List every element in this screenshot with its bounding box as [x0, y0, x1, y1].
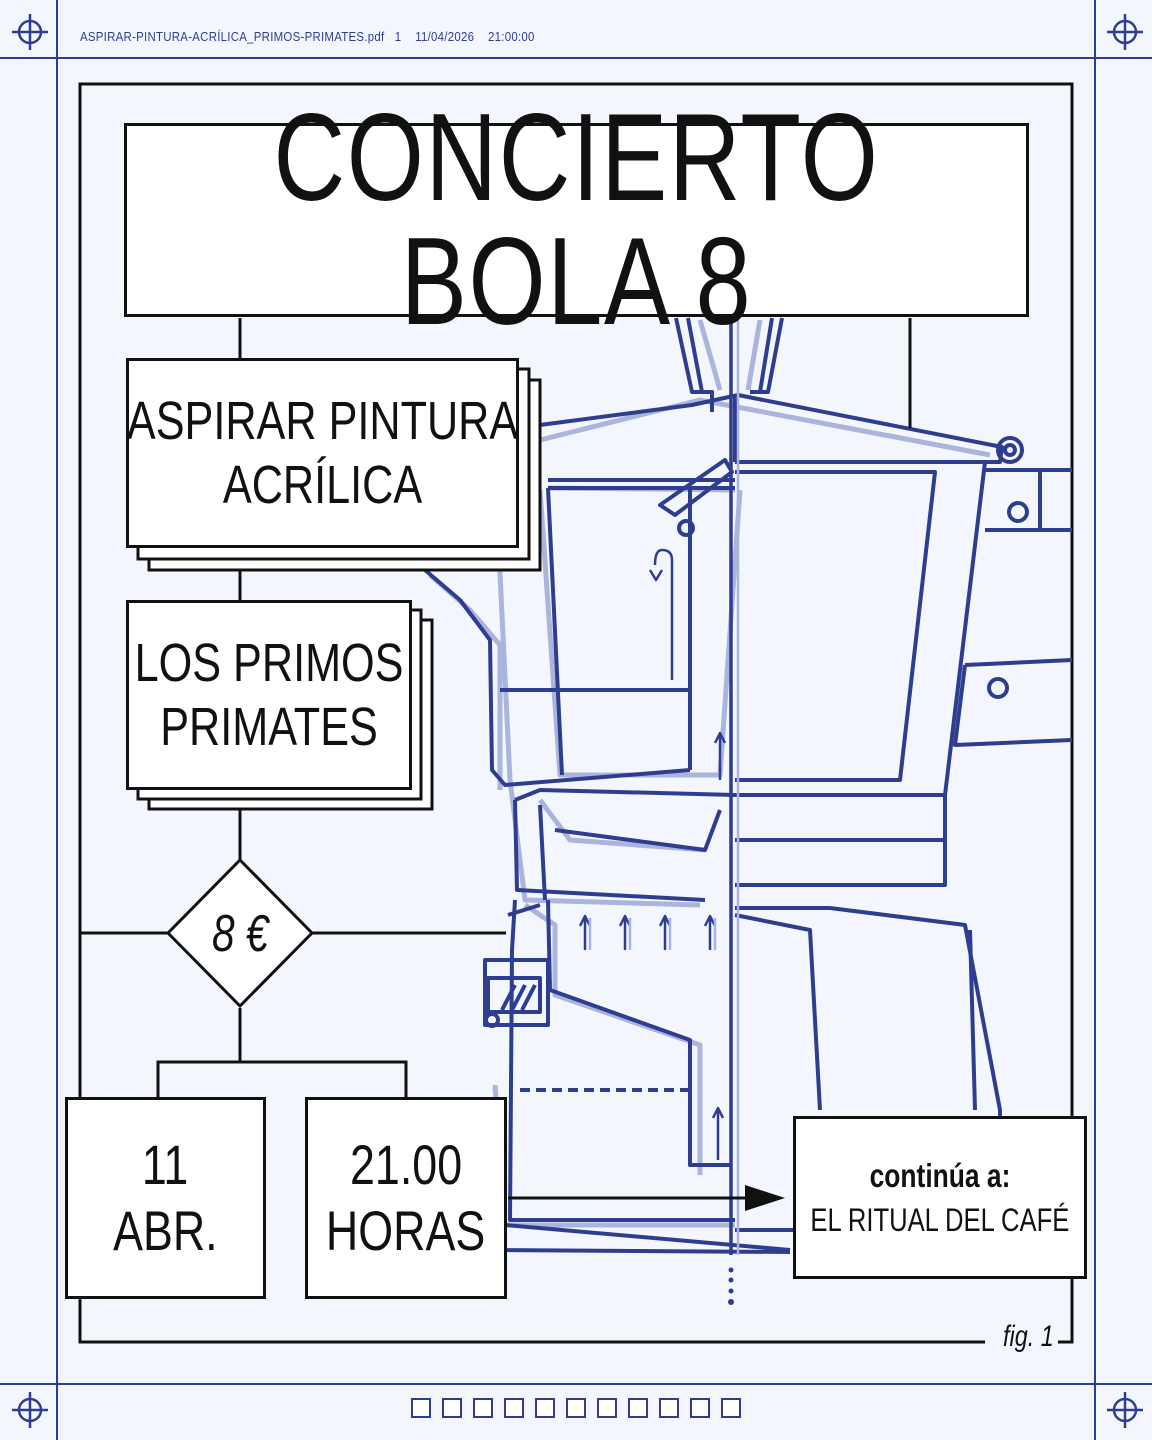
- arrow-right-icon: [745, 1185, 785, 1211]
- crosshair-icon: [12, 14, 48, 50]
- crosshair-icon: [1107, 14, 1143, 50]
- time-hour: 21.00: [349, 1133, 463, 1196]
- header-date: 11/04/2026: [415, 29, 475, 44]
- color-bar-square: [628, 1398, 648, 1418]
- time-label: HORAS: [326, 1199, 486, 1262]
- color-bar-square: [535, 1398, 555, 1418]
- continue-box: continúa a: EL RITUAL DEL CAFÉ: [793, 1116, 1087, 1279]
- top-crop-line: [0, 57, 1152, 59]
- color-bar-square: [504, 1398, 524, 1418]
- header-time: 21:00:00: [488, 29, 535, 44]
- poster-frame: [78, 82, 1074, 1344]
- print-header: ASPIRAR-PINTURA-ACRÍLICA_PRIMOS-PRIMATES…: [80, 29, 535, 44]
- color-bar-square: [442, 1398, 462, 1418]
- band-box-primos: LOS PRIMOS PRIMATES: [126, 600, 412, 790]
- figure-caption-text: fig. 1: [1003, 1320, 1054, 1353]
- poster-title: CONCIERTO BOLA 8: [273, 89, 880, 351]
- time-box: 21.00 HORAS: [305, 1097, 507, 1299]
- color-bar-square: [473, 1398, 493, 1418]
- band-box-aspirar: ASPIRAR PINTURA ACRÍLICA: [126, 358, 519, 548]
- price-label: 8 €: [178, 898, 302, 970]
- right-crop-line: [1094, 0, 1096, 1440]
- figure-caption: fig. 1: [1003, 1320, 1068, 1354]
- continue-target: EL RITUAL DEL CAFÉ: [810, 1201, 1070, 1238]
- header-filename: ASPIRAR-PINTURA-ACRÍLICA_PRIMOS-PRIMATES…: [80, 29, 385, 44]
- price-value: 8 €: [211, 905, 269, 963]
- header-page: 1: [394, 29, 402, 44]
- flowchart-connectors: [80, 318, 912, 1200]
- band1-line2: ACRÍLICA: [222, 455, 423, 515]
- date-box: 11 ABR.: [65, 1097, 266, 1299]
- price-diamond: [165, 857, 315, 1009]
- color-bar-square: [411, 1398, 431, 1418]
- left-crop-line: [56, 0, 58, 1440]
- color-bar-square: [566, 1398, 586, 1418]
- title-box: CONCIERTO BOLA 8: [124, 96, 1029, 344]
- band2-line2: PRIMATES: [160, 697, 378, 757]
- color-bar-square: [690, 1398, 710, 1418]
- band2-line1: LOS PRIMOS: [134, 633, 404, 693]
- bottom-crop-line: [0, 1383, 1152, 1385]
- continue-label: continúa a:: [869, 1156, 1011, 1194]
- band1-line1: ASPIRAR PINTURA: [126, 391, 519, 451]
- color-bar-square: [721, 1398, 741, 1418]
- moka-pot-illustration: [423, 317, 1073, 1305]
- date-month: ABR.: [113, 1199, 218, 1262]
- color-bar: [411, 1398, 741, 1420]
- crosshair-icon: [12, 1392, 48, 1428]
- date-day: 11: [142, 1133, 189, 1196]
- crosshair-icon: [1107, 1392, 1143, 1428]
- color-bar-square: [597, 1398, 617, 1418]
- color-bar-square: [659, 1398, 679, 1418]
